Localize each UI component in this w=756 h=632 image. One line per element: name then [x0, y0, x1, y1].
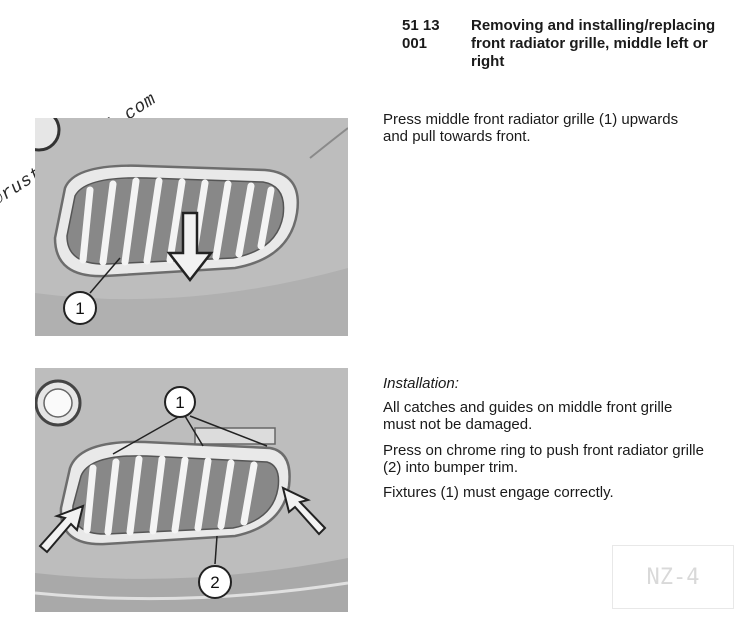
section-number: 51 13 001: [402, 17, 440, 53]
callout-circle: [63, 291, 97, 325]
callout-label-1b: 1: [175, 393, 184, 412]
callout-label-1: 1: [75, 299, 84, 318]
license-plate-stamp: NZ-4: [612, 545, 734, 609]
bmw-logo-icon: [35, 118, 61, 152]
push-arrow-right-icon: [281, 486, 327, 536]
removal-figure: 1: [35, 118, 348, 336]
down-arrow-icon: [166, 211, 214, 283]
removal-instruction: Press middle front radiator grille (1) u…: [383, 111, 679, 145]
installation-step-2: Press on chrome ring to push front radia…: [383, 442, 704, 476]
callout-label-2: 2: [210, 573, 219, 592]
installation-heading: Installation:: [383, 375, 459, 392]
page-title: Removing and installing/replacing front …: [471, 17, 716, 70]
installation-figure: 1 2: [35, 368, 348, 612]
section-code-line2: 001: [402, 35, 428, 52]
section-code-line1: 51 13: [402, 17, 440, 34]
grille-slats: [79, 177, 275, 266]
installation-figure-drawing: 1 2: [35, 368, 348, 612]
installation-step-1: All catches and guides on middle front g…: [383, 399, 673, 433]
removal-figure-drawing: 1: [35, 118, 348, 336]
installation-step-3: Fixtures (1) must engage correctly.: [383, 484, 614, 501]
push-arrow-left-icon: [38, 504, 85, 554]
stamp-text: NZ-4: [646, 564, 700, 590]
